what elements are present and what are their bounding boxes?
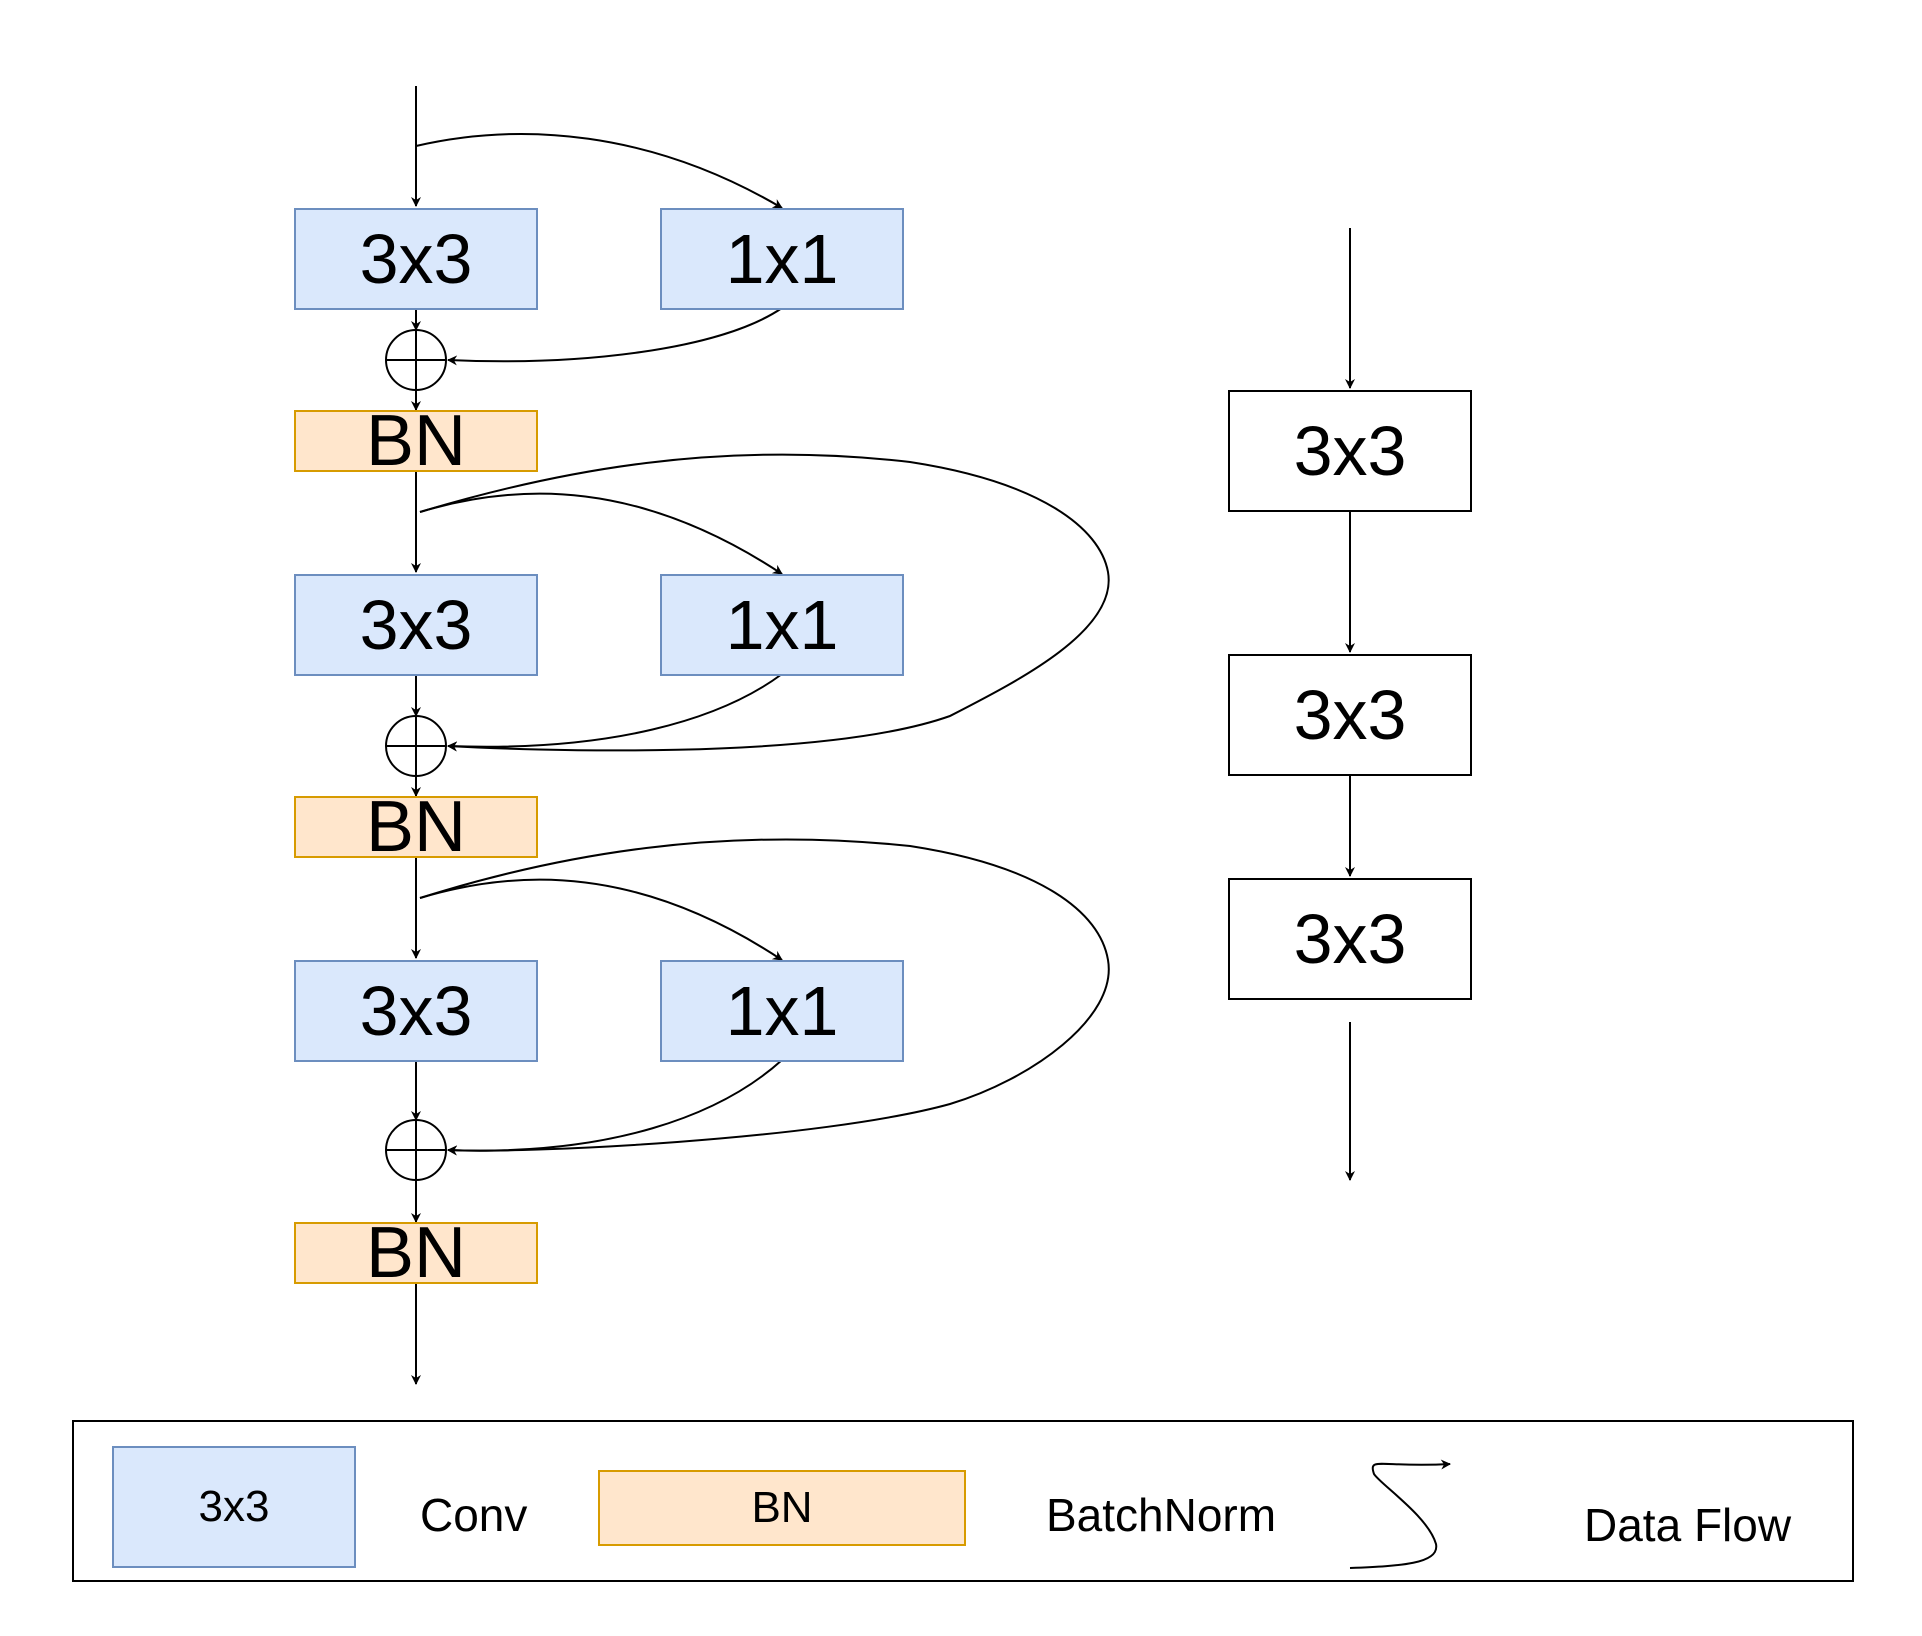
bn-box-2: BN <box>294 791 538 863</box>
conv3x3-box-3: 3x3 <box>294 960 538 1062</box>
legend-conv-sample: 3x3 <box>112 1446 356 1568</box>
legend-bn-label: BatchNorm <box>1046 1489 1277 1541</box>
right-conv-box-3: 3x3 <box>1228 878 1472 1000</box>
edge-conv1-2-to-add-2 <box>447 673 783 752</box>
conv1x1-box-2: 1x1 <box>660 574 904 676</box>
add-node-2 <box>385 715 447 777</box>
legend-flow-label: Data Flow <box>1584 1499 1792 1551</box>
legend-bn-sample: BN <box>598 1470 966 1546</box>
bn-box-1: BN <box>294 405 538 477</box>
edge-bn-2-to-add-3-skip <box>419 838 1110 1156</box>
edge-conv1-1-to-add-1 <box>447 307 783 366</box>
conv1x1-box-1: 1x1 <box>660 208 904 310</box>
edge-bn-2-to-conv1-3 <box>419 878 783 961</box>
add-node-1 <box>385 329 447 391</box>
conv3x3-box-1: 3x3 <box>294 208 538 310</box>
right-conv-box-1: 3x3 <box>1228 390 1472 512</box>
conv3x3-box-2: 3x3 <box>294 574 538 676</box>
bn-box-3: BN <box>294 1217 538 1289</box>
edge-bn-1-to-conv1-2 <box>419 492 783 575</box>
legend <box>72 1420 1854 1582</box>
add-node-3 <box>385 1119 447 1181</box>
edge-input-to-conv1-1 <box>415 133 783 209</box>
legend-flow-curve <box>1349 1459 1451 1569</box>
edge-bn-1-to-add-2-skip <box>419 453 1110 752</box>
right-conv-box-2: 3x3 <box>1228 654 1472 776</box>
conv1x1-box-3: 1x1 <box>660 960 904 1062</box>
legend-conv-label: Conv <box>420 1489 528 1541</box>
